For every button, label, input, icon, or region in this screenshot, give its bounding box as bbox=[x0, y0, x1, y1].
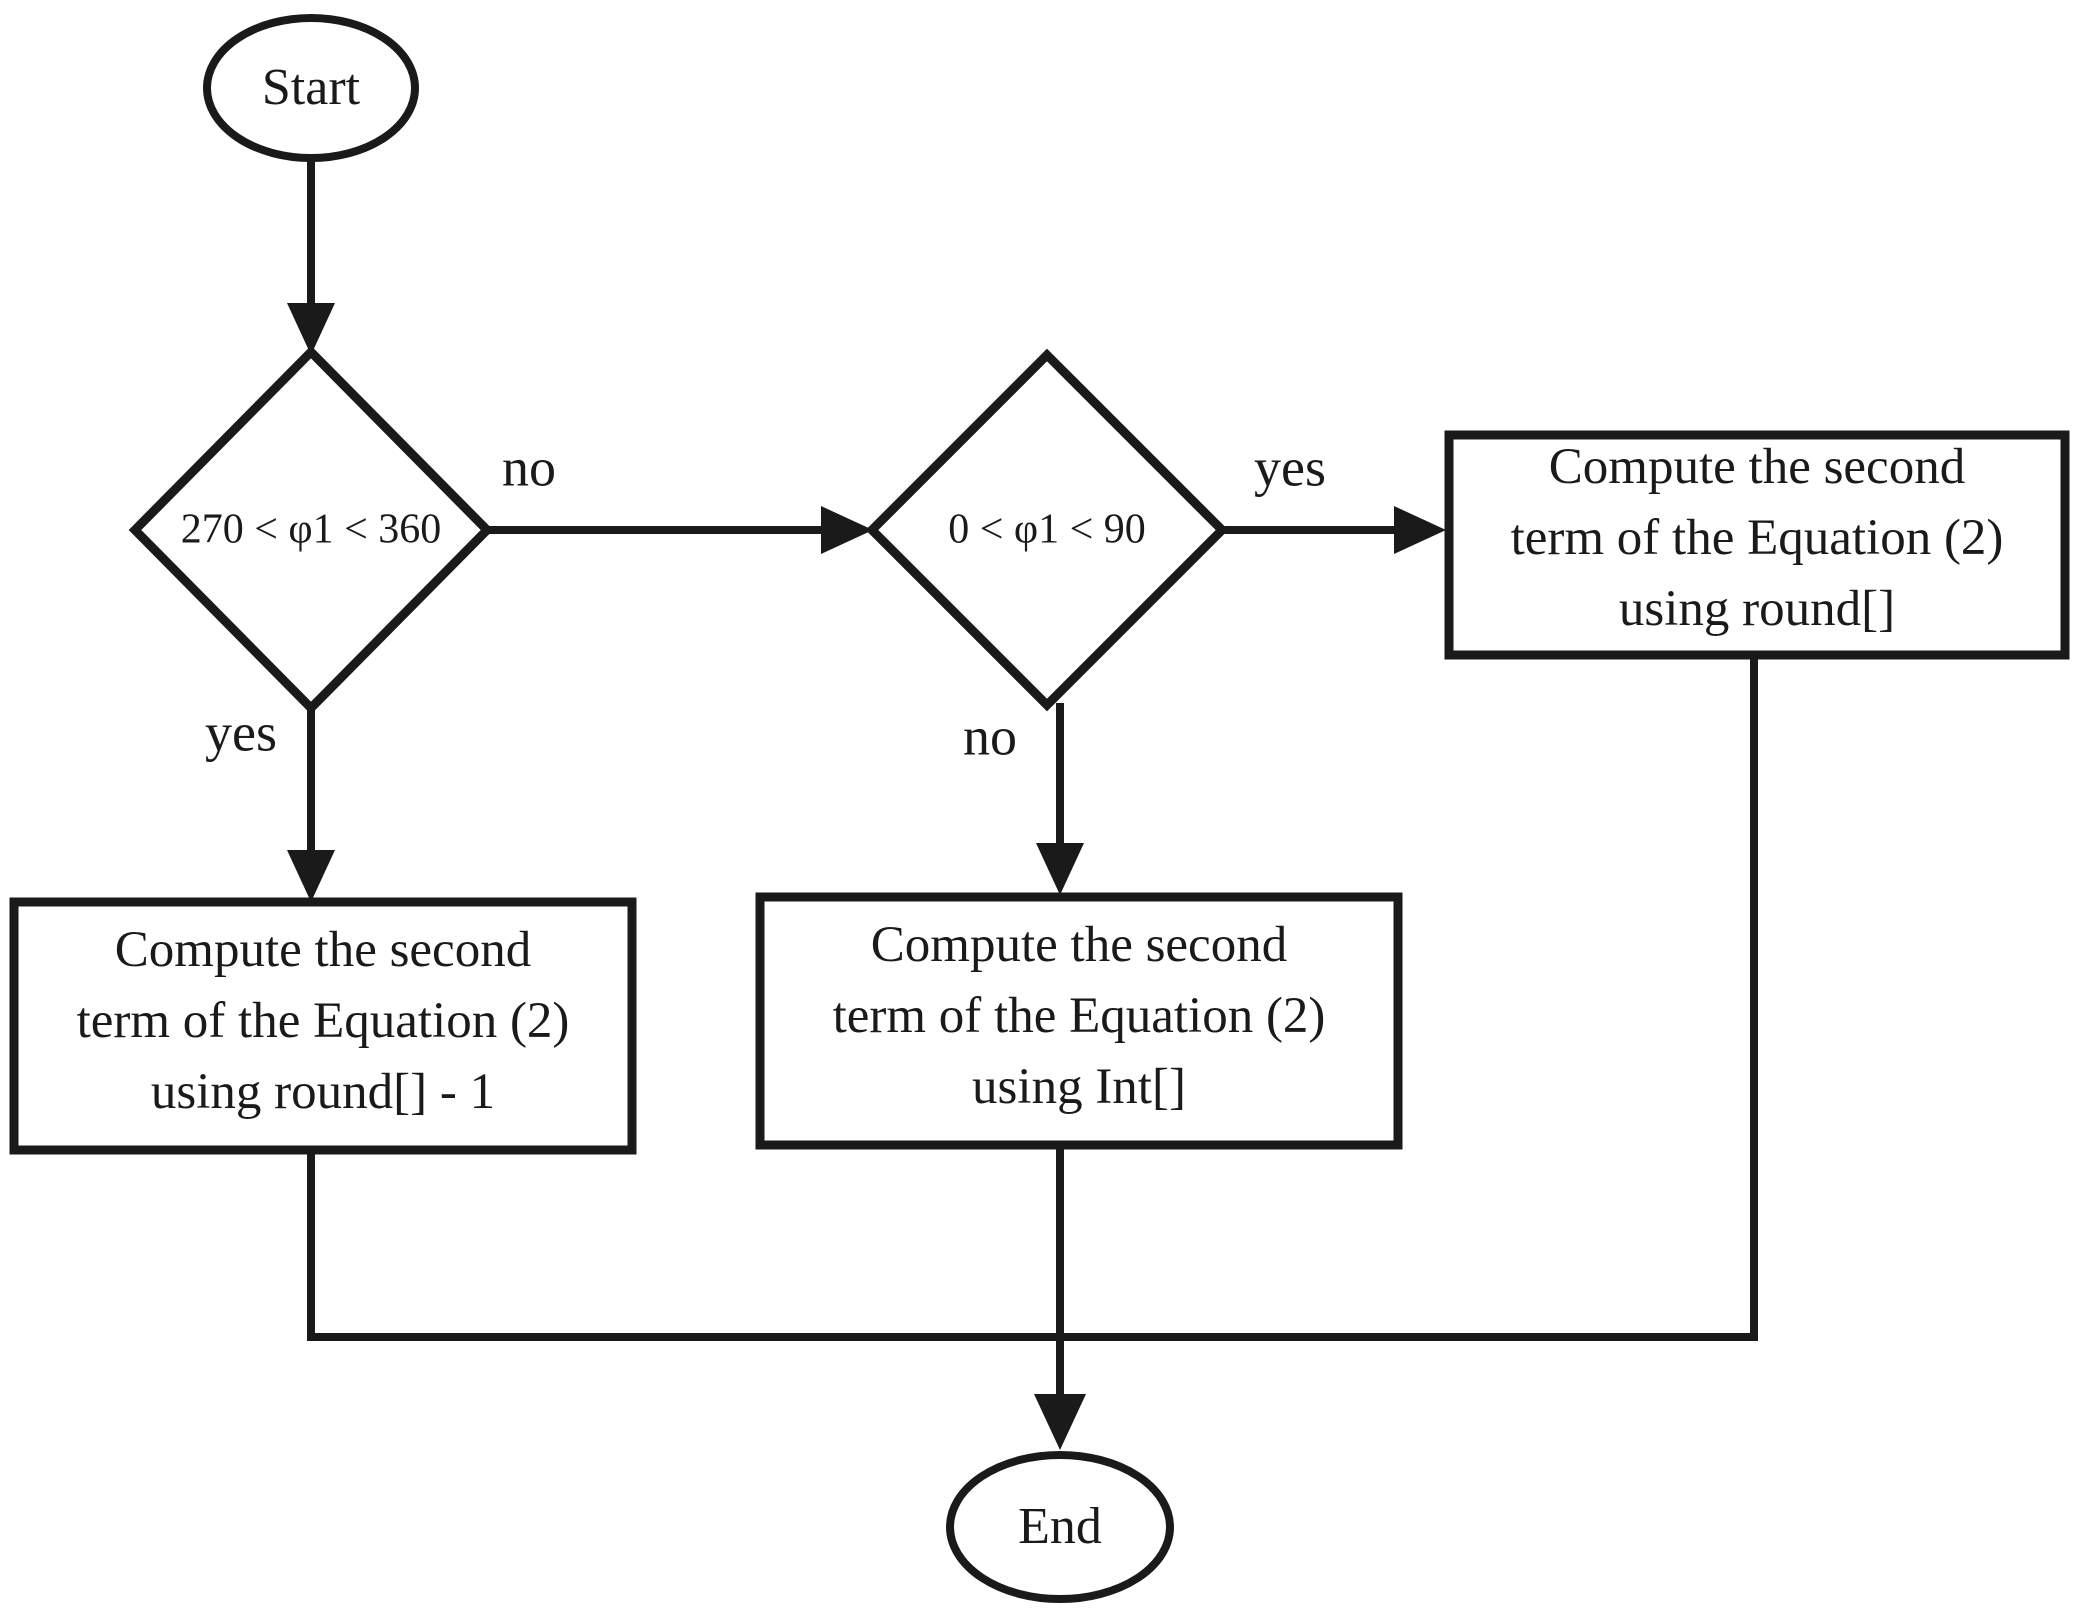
edge-label-decision1-no: no bbox=[502, 437, 556, 497]
edge-label-decision1-yes: yes bbox=[205, 702, 277, 762]
node-end[interactable]: End bbox=[946, 1451, 1174, 1603]
node-process-int-line1: Compute the second bbox=[871, 917, 1287, 973]
node-end-label: End bbox=[1018, 1498, 1102, 1555]
node-process-round-minus-one-line3: using round[] - 1 bbox=[151, 1064, 495, 1120]
edge-process-int-to-end bbox=[1034, 1145, 1086, 1450]
node-process-round-minus-one-line2: term of the Equation (2) bbox=[77, 993, 570, 1049]
node-process-round-line2: term of the Equation (2) bbox=[1511, 510, 2004, 566]
node-process-round-line1: Compute the second bbox=[1549, 439, 1965, 495]
node-process-int[interactable]: Compute the second term of the Equation … bbox=[755, 892, 1403, 1150]
node-process-round-minus-one-line1: Compute the second bbox=[115, 922, 531, 978]
node-process-round[interactable]: Compute the second term of the Equation … bbox=[1444, 430, 2070, 660]
node-decision-270-360-label: 270 < φ1 < 360 bbox=[181, 507, 442, 553]
node-decision-270-360[interactable]: 270 < φ1 < 360 bbox=[128, 345, 494, 715]
edge-decision1-to-decision2 bbox=[487, 506, 873, 554]
edge-decision2-to-process-int bbox=[1036, 703, 1084, 895]
edge-label-decision2-yes: yes bbox=[1254, 437, 1326, 497]
node-decision-0-90-label: 0 < φ1 < 90 bbox=[948, 507, 1146, 553]
edge-decision2-to-process-round bbox=[1222, 506, 1446, 554]
node-process-round-minus-one[interactable]: Compute the second term of the Equation … bbox=[9, 897, 637, 1155]
node-process-int-line2: term of the Equation (2) bbox=[833, 988, 1326, 1044]
edge-label-decision2-no: no bbox=[963, 706, 1017, 766]
edge-decision1-to-process-round-minus-one bbox=[287, 703, 335, 902]
node-process-round-line3: using round[] bbox=[1619, 581, 1895, 637]
node-start[interactable]: Start bbox=[203, 14, 419, 162]
edge-start-to-decision1 bbox=[287, 158, 335, 355]
node-process-int-line3: using Int[] bbox=[972, 1059, 1186, 1115]
node-decision-0-90[interactable]: 0 < φ1 < 90 bbox=[865, 348, 1229, 712]
node-start-label: Start bbox=[262, 59, 361, 116]
